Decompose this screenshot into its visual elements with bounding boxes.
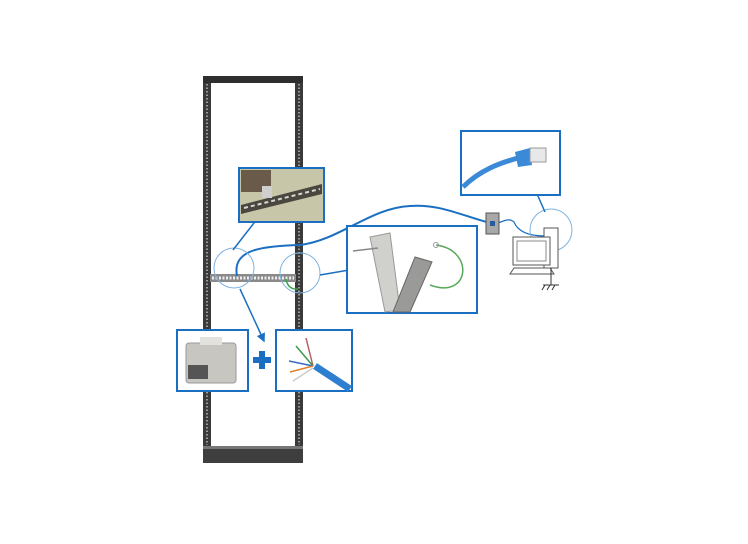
wire-brown <box>305 337 314 367</box>
computer-icon <box>509 227 559 291</box>
ground-wire <box>285 278 299 290</box>
rack-top-bar <box>203 76 303 83</box>
arrow-to-components <box>239 288 265 343</box>
server-rack <box>203 76 303 463</box>
wall-outlet <box>485 212 500 235</box>
rack-bottom-bar <box>203 446 303 463</box>
rack-bottom-highlight <box>203 446 303 449</box>
zoom-circle-panel-ground <box>279 252 321 294</box>
bracket-dark <box>392 256 433 313</box>
jack-top <box>200 337 222 345</box>
wire-orange <box>289 365 314 373</box>
photo-jack-insertion <box>238 167 325 223</box>
patch-panel-bar <box>210 274 296 282</box>
rj45-plug <box>529 147 547 163</box>
wire-blue <box>288 360 314 367</box>
plus-icon <box>253 351 271 369</box>
screw-pin <box>352 247 379 252</box>
photo-keystone-jack <box>176 329 249 392</box>
wire-green <box>295 345 314 367</box>
photo-shielded-cable <box>275 329 353 392</box>
outlet-port <box>490 221 495 226</box>
cable-jacket <box>313 363 352 392</box>
panel-ports <box>243 188 321 209</box>
photo-patch-cord <box>460 130 561 196</box>
monitor-screen <box>516 240 547 262</box>
ground-lug <box>433 242 439 248</box>
boot <box>515 148 532 167</box>
ground-wire-photo <box>429 244 464 289</box>
photo-frame <box>460 130 561 196</box>
photo-panel-grounding <box>346 225 478 314</box>
jack-port <box>188 365 208 379</box>
horizontal-cable <box>235 204 491 277</box>
wire-white <box>292 367 314 382</box>
plus-v <box>259 351 265 369</box>
cord <box>461 155 519 189</box>
jack-module <box>262 186 272 198</box>
patch-cord-line <box>495 219 546 237</box>
keyboard <box>509 267 555 275</box>
ground-hatch <box>541 284 556 291</box>
